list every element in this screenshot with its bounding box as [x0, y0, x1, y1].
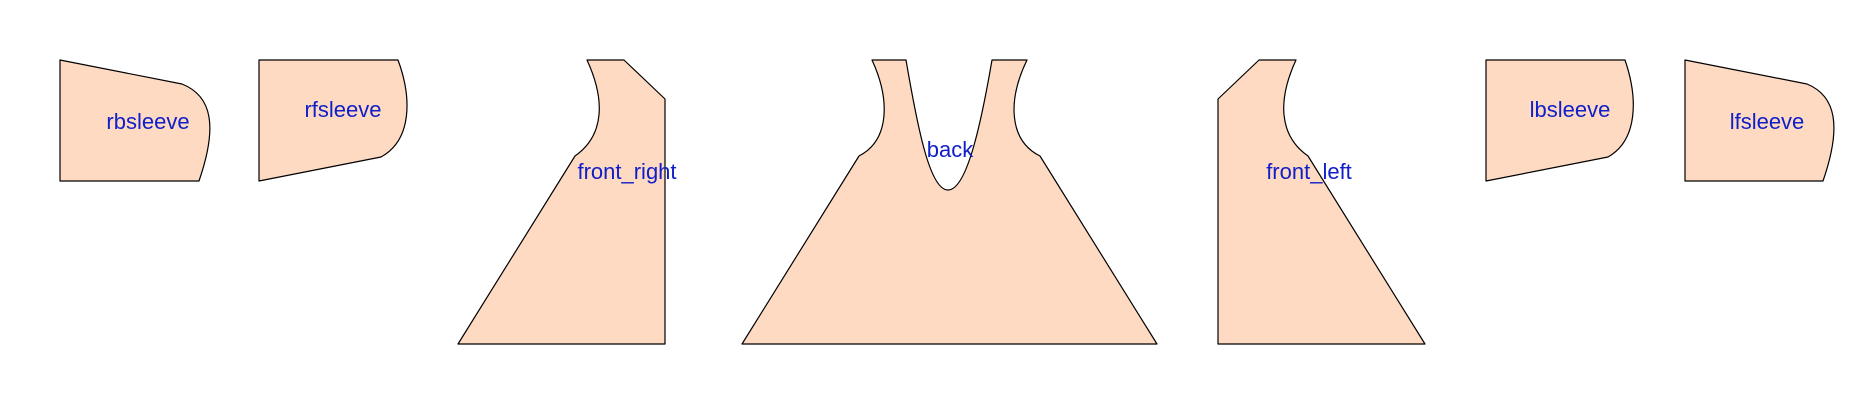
panel-rfsleeve-shape[interactable]	[258, 59, 408, 182]
panel-front-left[interactable]: front_left	[1217, 59, 1426, 345]
panel-rbsleeve[interactable]: rbsleeve	[59, 59, 211, 182]
panel-back-shape[interactable]	[741, 59, 1158, 345]
panel-rbsleeve-label: rbsleeve	[106, 109, 189, 134]
panel-lfsleeve-label: lfsleeve	[1730, 109, 1805, 134]
panel-back-label: back	[927, 137, 974, 162]
panel-front-right-label: front_right	[577, 159, 676, 184]
panel-rfsleeve[interactable]: rfsleeve	[258, 59, 408, 182]
panel-front-right-shape[interactable]	[457, 59, 666, 345]
panel-lbsleeve[interactable]: lbsleeve	[1485, 59, 1634, 182]
panel-rfsleeve-label: rfsleeve	[304, 97, 381, 122]
panel-lbsleeve-shape[interactable]	[1485, 59, 1634, 182]
panel-front-left-label: front_left	[1266, 159, 1352, 184]
panel-front-right[interactable]: front_right	[457, 59, 677, 345]
panel-front-left-shape[interactable]	[1217, 59, 1426, 345]
panel-lfsleeve[interactable]: lfsleeve	[1684, 59, 1835, 182]
panel-back[interactable]: back	[741, 59, 1158, 345]
panel-rbsleeve-shape[interactable]	[59, 59, 211, 182]
panel-lbsleeve-label: lbsleeve	[1530, 97, 1611, 122]
panel-lfsleeve-shape[interactable]	[1684, 59, 1835, 182]
